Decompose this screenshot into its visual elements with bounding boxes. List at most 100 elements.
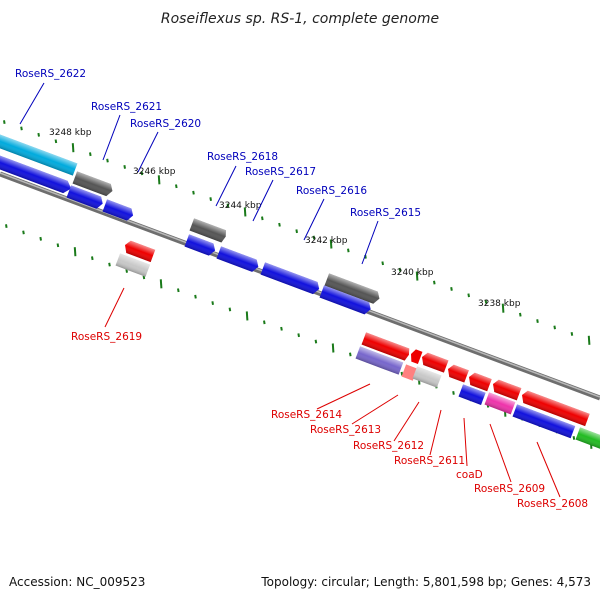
gene-label-RoseRS-2618[interactable]: RoseRS_2618 bbox=[207, 151, 278, 163]
forward-gene-label-texts: RoseRS_2622 RoseRS_2621 RoseRS_2620 Rose… bbox=[15, 68, 421, 219]
tick-label-3240: 3240 kbp bbox=[391, 268, 434, 278]
major-tick bbox=[501, 303, 505, 313]
minor-tick bbox=[400, 371, 404, 376]
minor-tick bbox=[263, 320, 266, 325]
minor-tick bbox=[56, 243, 60, 248]
minor-tick bbox=[226, 203, 230, 208]
minor-tick bbox=[228, 307, 232, 312]
gene-label-RoseRS-2617[interactable]: RoseRS_2617 bbox=[245, 166, 316, 178]
minor-tick bbox=[297, 333, 300, 338]
gene-RoseRS-2619-feature[interactable] bbox=[115, 239, 156, 277]
forward-gene-labels bbox=[19, 82, 379, 265]
minor-tick bbox=[20, 126, 23, 131]
gene-RoseRS-2615-feature[interactable] bbox=[324, 273, 382, 305]
minor-tick bbox=[452, 391, 455, 395]
major-tick bbox=[159, 279, 163, 289]
major-tick bbox=[331, 343, 335, 353]
minor-tick bbox=[570, 332, 574, 336]
gene-RoseRS-2609-feature[interactable] bbox=[484, 378, 522, 415]
gene-label-RoseRS-2611[interactable]: RoseRS_2611 bbox=[394, 455, 465, 467]
tick-label-3244: 3244 kbp bbox=[219, 201, 262, 211]
minor-tick bbox=[209, 197, 212, 201]
gene-label-coaD[interactable]: coaD bbox=[456, 469, 483, 481]
minor-tick bbox=[54, 139, 58, 144]
minor-tick bbox=[519, 312, 522, 317]
minor-tick bbox=[398, 267, 402, 272]
tick-track-upper bbox=[3, 120, 591, 345]
gene-label-RoseRS-2615[interactable]: RoseRS_2615 bbox=[350, 207, 421, 219]
gene-RoseRS-2621-feature[interactable] bbox=[72, 171, 115, 197]
major-tick bbox=[73, 247, 77, 257]
minor-tick bbox=[211, 301, 214, 305]
topology-text: Topology: circular; Length: 5,801,598 bp… bbox=[260, 575, 591, 589]
major-tick bbox=[415, 271, 419, 281]
gene-label-RoseRS-2608[interactable]: RoseRS_2608 bbox=[517, 498, 588, 510]
minor-tick bbox=[467, 293, 470, 298]
gene-RoseRS-2614-feature[interactable] bbox=[355, 332, 412, 375]
minor-tick bbox=[572, 436, 576, 440]
gene-RoseRS-2620-feature[interactable] bbox=[66, 185, 105, 210]
minor-tick bbox=[261, 216, 264, 221]
minor-tick bbox=[106, 158, 109, 163]
minor-tick bbox=[123, 165, 126, 169]
gene-RoseRS-2611-feature[interactable] bbox=[446, 363, 492, 392]
minor-tick bbox=[39, 236, 42, 241]
tick-label-3242: 3242 kbp bbox=[305, 236, 348, 246]
gene-RoseRS-2622-feature[interactable] bbox=[0, 149, 73, 195]
gene-RoseRS-2618-feature[interactable] bbox=[189, 218, 228, 243]
gene-label-RoseRS-2609[interactable]: RoseRS_2609 bbox=[474, 483, 545, 495]
major-tick bbox=[245, 311, 249, 321]
minor-tick bbox=[175, 184, 178, 189]
minor-tick bbox=[280, 326, 283, 331]
reverse-gene-leaders bbox=[104, 287, 561, 498]
reverse-gene-label-texts: RoseRS_2619 RoseRS_2614 RoseRS_2613 Rose… bbox=[71, 331, 588, 510]
minor-tick bbox=[5, 224, 8, 228]
accession-text: Accession: NC_009523 bbox=[9, 575, 145, 589]
gene-label-RoseRS-2613[interactable]: RoseRS_2613 bbox=[310, 424, 381, 436]
gene-label-RoseRS-2616[interactable]: RoseRS_2616 bbox=[296, 185, 367, 197]
minor-tick bbox=[140, 171, 144, 176]
major-tick bbox=[157, 175, 161, 185]
minor-tick bbox=[125, 269, 128, 273]
map-title: Roseiflexus sp. RS-1, complete genome bbox=[161, 11, 439, 27]
minor-tick bbox=[108, 262, 111, 267]
gene-coaD-feature[interactable] bbox=[458, 384, 486, 405]
major-tick bbox=[71, 143, 75, 153]
minor-tick bbox=[278, 222, 281, 227]
tick-label-3248: 3248 kbp bbox=[49, 128, 92, 138]
major-tick bbox=[329, 239, 333, 249]
minor-tick bbox=[312, 235, 316, 240]
gene-RoseRS-2612-feature[interactable] bbox=[412, 351, 449, 388]
gene-label-RoseRS-2620[interactable]: RoseRS_2620 bbox=[130, 118, 201, 130]
minor-tick bbox=[450, 287, 453, 291]
minor-tick bbox=[381, 261, 384, 266]
tick-label-3246: 3246 kbp bbox=[133, 167, 176, 177]
minor-tick bbox=[177, 288, 180, 293]
minor-tick bbox=[553, 325, 556, 330]
tick-labels: 3248 kbp 3246 kbp 3244 kbp 3242 kbp 3240… bbox=[49, 128, 521, 309]
gene-RoseRS-2616-feature[interactable] bbox=[260, 262, 322, 295]
minor-tick bbox=[142, 275, 146, 280]
gene-label-RoseRS-2614[interactable]: RoseRS_2614 bbox=[271, 409, 342, 421]
gene-RoseRS-2608-feature[interactable] bbox=[512, 389, 600, 454]
minor-tick bbox=[194, 294, 197, 299]
minor-tick bbox=[347, 248, 350, 253]
gene-label-RoseRS-2612[interactable]: RoseRS_2612 bbox=[353, 440, 424, 452]
minor-tick bbox=[192, 190, 195, 195]
gene-label-RoseRS-2621[interactable]: RoseRS_2621 bbox=[91, 101, 162, 113]
major-tick bbox=[587, 335, 591, 345]
minor-tick bbox=[22, 230, 25, 235]
minor-tick bbox=[37, 132, 40, 137]
gene-RoseRS-2617-feature[interactable] bbox=[184, 234, 218, 257]
minor-tick bbox=[89, 152, 92, 157]
gene-label-RoseRS-2622[interactable]: RoseRS_2622 bbox=[15, 68, 86, 80]
minor-tick bbox=[433, 280, 436, 285]
minor-tick bbox=[91, 256, 94, 261]
minor-tick bbox=[536, 319, 539, 323]
tick-label-3238: 3238 kbp bbox=[478, 299, 521, 309]
gene-label-RoseRS-2619[interactable]: RoseRS_2619 bbox=[71, 331, 142, 343]
minor-tick bbox=[484, 299, 488, 304]
minor-tick bbox=[3, 120, 6, 124]
